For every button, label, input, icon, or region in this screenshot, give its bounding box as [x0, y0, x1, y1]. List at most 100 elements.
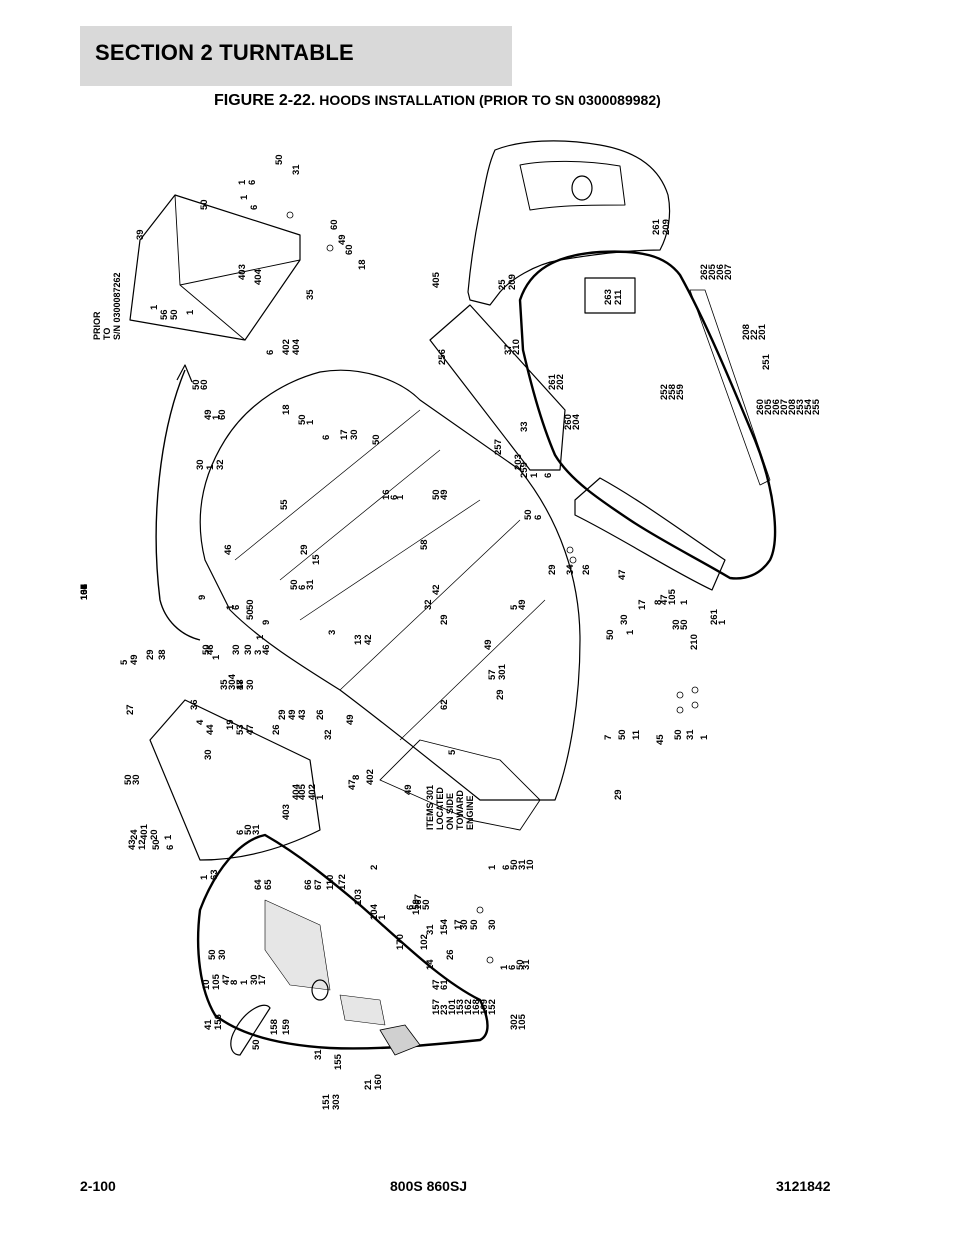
- item-callout: 50: [251, 1039, 262, 1050]
- item-callout: 46: [223, 544, 234, 555]
- item-callout: 1: [239, 194, 250, 200]
- item-callout: 61: [439, 979, 450, 990]
- item-callout: 9: [261, 619, 272, 625]
- item-callout: 1: [679, 599, 690, 605]
- item-callout: 255: [811, 399, 822, 415]
- item-callout: 12: [137, 839, 148, 850]
- item-callout: 42: [363, 634, 374, 645]
- item-callout: 202: [555, 374, 566, 390]
- item-callout: 405: [431, 272, 442, 288]
- item-callout: 6: [165, 844, 176, 850]
- figure-number: FIGURE 2-22.: [214, 92, 316, 109]
- item-callout: 50: [245, 599, 256, 610]
- item-callout: 403: [237, 264, 248, 280]
- item-callout: 204: [571, 414, 582, 430]
- item-callout: 110: [325, 874, 336, 890]
- item-callout: 1: [185, 309, 196, 315]
- item-callout: 35: [305, 289, 316, 300]
- item-callout: 30: [203, 749, 214, 760]
- item-callout: 158: [269, 1019, 280, 1035]
- item-callout: 63: [209, 869, 220, 880]
- item-callout: 49: [129, 654, 140, 665]
- item-callout: 32: [215, 459, 226, 470]
- item-callout: 26: [445, 949, 456, 960]
- item-callout: 6: [231, 604, 242, 610]
- item-callout: 43: [297, 709, 308, 720]
- item-callout: 26: [315, 709, 326, 720]
- item-callout: 27: [125, 704, 136, 715]
- item-callout: 31: [305, 579, 316, 590]
- item-callout: 29: [439, 614, 450, 625]
- item-callout: 31: [521, 959, 532, 970]
- item-callout: 404: [291, 339, 302, 355]
- item-callout: 256: [437, 349, 448, 365]
- item-callout: 170: [395, 934, 406, 950]
- panel-34: [574, 477, 726, 591]
- item-callout: 60: [329, 219, 340, 230]
- item-callout: 46: [205, 644, 216, 655]
- item-callout: 207: [723, 264, 734, 280]
- item-callout: 102: [419, 934, 430, 950]
- item-callout: 1: [699, 734, 710, 740]
- item-callout: 159: [281, 1019, 292, 1035]
- item-callout: 50: [169, 309, 180, 320]
- main-frame: [199, 369, 581, 801]
- item-callout: 156: [213, 1014, 224, 1030]
- item-callout: 36: [189, 699, 200, 710]
- left-hood-outline: [196, 833, 489, 1050]
- item-callout: 47: [245, 724, 256, 735]
- item-callout: 404: [253, 269, 264, 285]
- item-callout: 160: [373, 1074, 384, 1090]
- item-callout: 67: [313, 879, 324, 890]
- item-callout: 1: [395, 494, 406, 500]
- item-callout: 47: [347, 779, 358, 790]
- item-callout: 1: [487, 864, 498, 870]
- item-callout: 31: [685, 729, 696, 740]
- part-157: [230, 1004, 271, 1056]
- item-callout: 11: [631, 729, 642, 740]
- item-callout: 39: [135, 229, 146, 240]
- item-callout: 29: [547, 564, 558, 575]
- left-panel-24: [149, 699, 321, 861]
- item-callout: 251: [761, 354, 772, 370]
- item-callout: 154: [439, 919, 450, 935]
- model-name: 800S 860SJ: [390, 1178, 468, 1194]
- item-callout: 18: [281, 404, 292, 415]
- item-callout: 6: [249, 204, 260, 210]
- item-callout: 172: [337, 874, 348, 890]
- item-callout: 58: [419, 539, 430, 550]
- right-hood-window: [584, 277, 636, 314]
- item-callout: 155: [333, 1054, 344, 1070]
- item-callout: 105: [667, 589, 678, 605]
- item-callout: 30: [217, 949, 228, 960]
- note-line: S/N 0300087262: [112, 272, 122, 340]
- item-callout: 1: [717, 619, 728, 625]
- item-callout: 257: [493, 439, 504, 455]
- item-callout: 18: [357, 259, 368, 270]
- item-callout: 1: [255, 634, 266, 640]
- item-callout: 10: [525, 859, 536, 870]
- item-callout: 31: [313, 1049, 324, 1060]
- item-callout: 259: [675, 384, 686, 400]
- item-callout: 50: [679, 619, 690, 630]
- note-line: LOCATED: [435, 787, 445, 830]
- item-callout: 1: [163, 834, 174, 840]
- item-callout: 17: [257, 974, 268, 985]
- item-callout: 201: [757, 324, 768, 340]
- rear-hood-window: [519, 160, 626, 211]
- item-callout: 30: [487, 919, 498, 930]
- item-callout: 44: [205, 724, 216, 735]
- item-callout: 50: [274, 154, 285, 165]
- section-header-band: [80, 26, 512, 86]
- item-callout: 7: [603, 734, 614, 740]
- item-callout: 60: [344, 244, 355, 255]
- note-items-301: ITEMS 301 LOCATED ON SIDE TOWARD ENGINE: [425, 785, 475, 830]
- item-callout: 46: [261, 644, 272, 655]
- note-prior-to-sn: PRIOR TO S/N 0300087262: [92, 272, 122, 340]
- item-callout: 209: [661, 219, 672, 235]
- item-callout: 14: [425, 959, 436, 970]
- item-callout: 6: [321, 434, 332, 440]
- section-title: SECTION 2 TURNTABLE: [95, 40, 354, 65]
- item-callout: 210: [511, 339, 522, 355]
